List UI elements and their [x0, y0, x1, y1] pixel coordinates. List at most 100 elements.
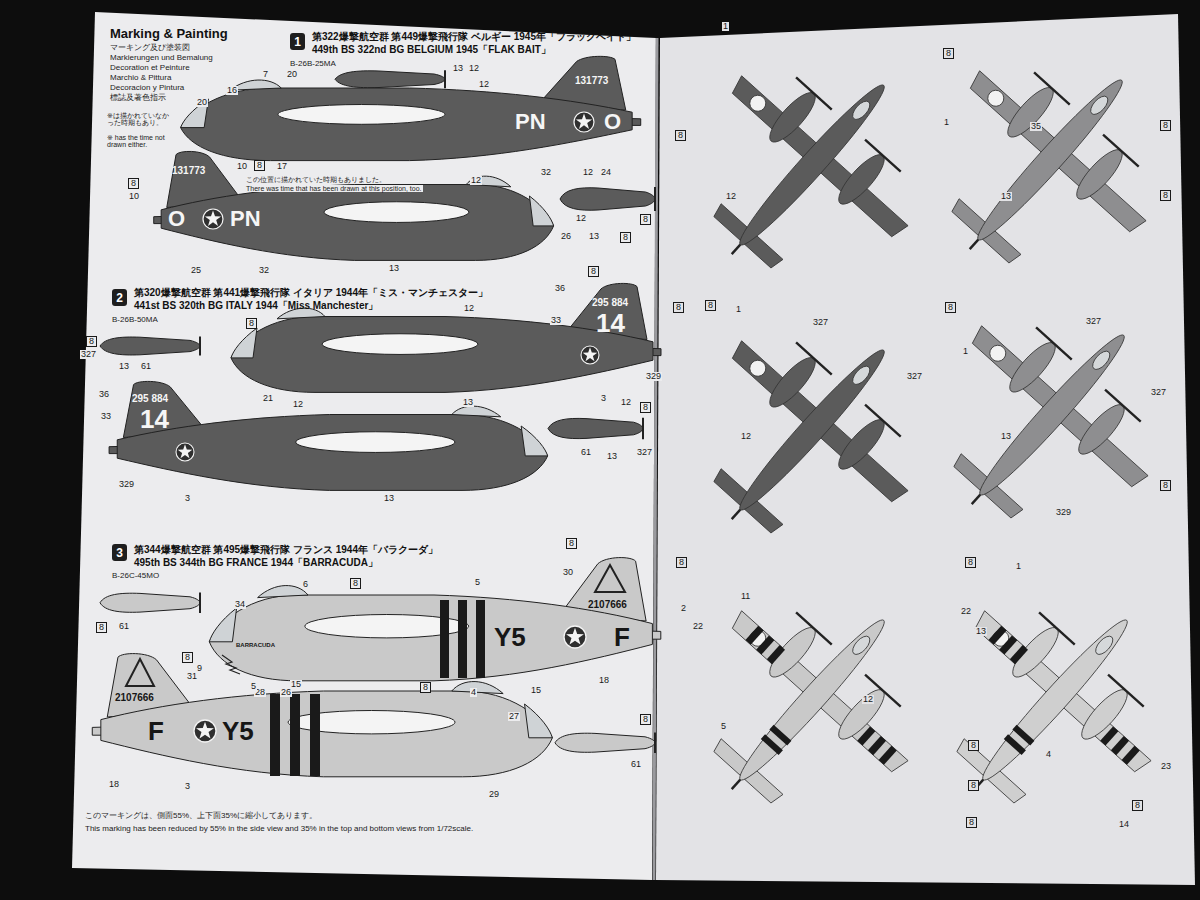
scheme-number-box: 3 — [112, 544, 127, 561]
tail-triangle — [126, 659, 154, 686]
callout-number: 8 — [254, 160, 265, 171]
callout-number: 13 — [388, 264, 400, 273]
callout-number: 61 — [580, 448, 592, 457]
callout-number: 13 — [1000, 432, 1012, 441]
scheme-heading: 495th BS 344th BG FRANCE 1944「BARRACUDA」 — [134, 558, 378, 569]
marking-text: Y5 — [222, 718, 254, 745]
callout-number: 8 — [676, 557, 687, 568]
note-text: ※ has the time not drawn either. — [106, 134, 174, 149]
sheet-title: Marking & Painting — [110, 26, 228, 41]
callout-number: 22 — [692, 622, 704, 631]
callout-number: 4 — [1045, 750, 1052, 759]
callout-number: 18 — [108, 780, 120, 789]
callout-number: 8 — [968, 740, 979, 751]
nacelle-profile — [100, 593, 200, 613]
aircraft-bottom-view — [888, 260, 1200, 579]
tail-triangle — [595, 565, 625, 592]
aircraft-side-profile — [154, 151, 554, 260]
aircraft-side-profile — [209, 558, 660, 681]
callout-number: 8 — [705, 300, 716, 311]
callout-number: 1 — [962, 347, 969, 356]
callout-number: 12 — [620, 398, 632, 407]
scheme-heading: 第320爆撃航空群 第441爆撃飛行隊 イタリア 1944年「ミス・マンチェスタ… — [134, 288, 488, 299]
marking-text: Y5 — [494, 624, 526, 651]
callout-number: 327 — [636, 448, 653, 457]
callout-number: 33 — [100, 412, 112, 421]
callout-number: 8 — [1160, 120, 1171, 131]
national-insignia — [194, 720, 216, 742]
heading-text: B-26B-25MA — [290, 60, 336, 68]
callout-number: 1 — [735, 305, 742, 314]
callout-number: 3 — [184, 494, 191, 503]
callout-number: 8 — [620, 232, 631, 243]
callout-number: 32 — [258, 266, 270, 275]
callout-number: 12 — [470, 176, 482, 185]
callout-number: 25 — [190, 266, 202, 275]
callout-number: 8 — [943, 48, 954, 59]
marking-text: PN — [515, 110, 546, 133]
callout-number: 8 — [1132, 800, 1143, 811]
callout-number: 22 — [960, 607, 972, 616]
scheme-heading: 第322爆撃航空群 第449爆撃飛行隊 ベルギー 1945年「フラックベイト」 — [312, 32, 636, 43]
callout-number: 18 — [598, 676, 610, 685]
heading-text: Marchio & Pittura — [110, 74, 171, 82]
callout-number: 1 — [943, 118, 950, 127]
callout-number: 61 — [118, 622, 130, 631]
callout-number: 3 — [184, 782, 191, 791]
marking-text: 131773 — [172, 166, 205, 177]
page-gutter — [654, 38, 657, 880]
callout-number: 21 — [262, 394, 274, 403]
callout-number: 26 — [560, 232, 572, 241]
callout-number: 6 — [302, 580, 309, 589]
footnote-text: このマーキングは、側面55%、上下面35%に縮小してあります。 — [85, 812, 317, 820]
callout-number: 15 — [530, 686, 542, 695]
callout-number: 23 — [1160, 762, 1172, 771]
marking-text: F — [614, 624, 630, 651]
callout-number: 61 — [140, 362, 152, 371]
heading-text: Decoration et Peinture — [110, 64, 190, 72]
callout-number: 3 — [600, 394, 607, 403]
callout-number: 14 — [1118, 820, 1130, 829]
callout-number: 13 — [588, 232, 600, 241]
callout-number: 24 — [600, 168, 612, 177]
callout-number: 12 — [862, 695, 874, 704]
callout-number: 327 — [906, 372, 923, 381]
invasion-stripes — [946, 626, 1140, 812]
marking-text: PN — [230, 207, 261, 230]
callout-number: 329 — [118, 480, 135, 489]
callout-number: 1 — [722, 22, 729, 31]
callout-number: 8 — [675, 130, 686, 141]
heading-text: Markierungen und Bemalung — [110, 54, 213, 62]
callout-number: 36 — [98, 390, 110, 399]
aircraft-bottom-view — [891, 545, 1200, 864]
callout-number: 11 — [740, 592, 751, 601]
callout-number: 8 — [673, 302, 684, 313]
callout-number: 8 — [968, 780, 979, 791]
invasion-stripes — [270, 694, 320, 776]
callout-number: 32 — [540, 168, 552, 177]
aircraft-side-profile — [231, 283, 661, 392]
callout-number: 329 — [1055, 508, 1072, 517]
callout-number: 13 — [975, 627, 987, 636]
aircraft-side-profile — [92, 654, 552, 777]
callout-number: 8 — [966, 817, 977, 828]
callout-number: 8 — [588, 266, 599, 277]
scheme-number: 3 — [116, 547, 123, 559]
callout-number: 12 — [292, 400, 304, 409]
aircraft-top-view — [648, 275, 966, 594]
callout-number: 36 — [554, 284, 566, 293]
heading-text: Decoracion y Pintura — [110, 84, 184, 92]
invasion-stripes — [703, 626, 897, 812]
marking-text: 2107666 — [115, 693, 154, 704]
callout-number: 12 — [582, 168, 594, 177]
shark-mouth — [222, 655, 240, 674]
note-text: ※は描かれていなかった時期もあり。 — [106, 112, 174, 127]
heading-text: マーキング及び塗装図 — [110, 44, 190, 52]
marking-text: F — [148, 718, 164, 745]
scheme-number: 2 — [116, 292, 123, 304]
callout-number: 8 — [965, 557, 976, 568]
callout-number: 327 — [812, 318, 829, 327]
